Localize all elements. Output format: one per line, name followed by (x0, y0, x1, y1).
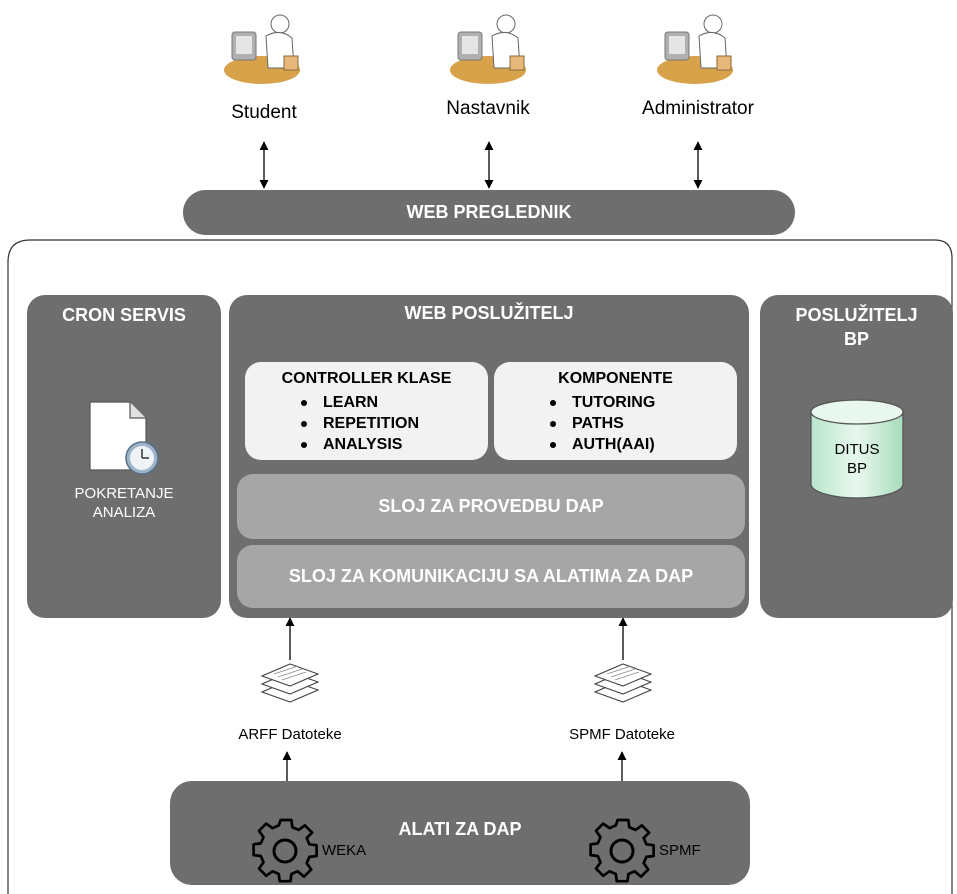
list-item: LEARN (301, 392, 488, 413)
components-list: TUTORING PATHS AUTH(AAI) (494, 392, 737, 455)
list-item: PATHS (550, 413, 737, 434)
cron-task-label: POKRETANJE ANALIZA (74, 485, 174, 521)
controller-classes-box: CONTROLLER KLASE LEARN REPETITION ANALYS… (245, 362, 488, 460)
dap-tools-block: ALATI ZA DAP (170, 781, 750, 885)
arff-files-label: ARFF Datoteke (238, 726, 342, 743)
cron-service-title: CRON SERVIS (62, 305, 186, 325)
nastavnik-user-icon (450, 14, 526, 84)
spmf-tool-label: SPMF (659, 842, 701, 859)
dap-execution-layer: SLOJ ZA PROVEDBU DAP (237, 474, 745, 539)
components-title: KOMPONENTE (558, 370, 673, 387)
weka-gear-icon (252, 818, 318, 883)
actor-student-label: Student (231, 102, 297, 123)
arff-files-icon (260, 663, 320, 703)
dap-communication-layer: SLOJ ZA KOMUNIKACIJU SA ALATIMA ZA DAP (237, 545, 745, 608)
student-user-icon (224, 14, 300, 84)
db-server-title: POSLUŽITELJ BP (795, 305, 918, 349)
components-box: KOMPONENTE TUTORING PATHS AUTH(AAI) (494, 362, 737, 460)
list-item: REPETITION (301, 413, 488, 434)
spmf-files-icon (593, 663, 653, 703)
weka-label: WEKA (322, 842, 367, 859)
list-item: ANALYSIS (301, 434, 488, 455)
list-item: TUTORING (550, 392, 737, 413)
scheduled-document-icon (89, 401, 159, 475)
database-icon (810, 399, 904, 499)
dap-tools-title: ALATI ZA DAP (398, 819, 522, 839)
web-server-title: WEB POSLUŽITELJ (404, 303, 574, 323)
spmf-gear-icon (589, 818, 655, 883)
spmf-files-label: SPMF Datoteke (569, 726, 675, 743)
database-label: DITUS BP (834, 441, 880, 477)
controller-classes-title: CONTROLLER KLASE (281, 370, 452, 387)
system-boundary (7, 239, 953, 894)
web-browser-bar: WEB PREGLEDNIK (183, 190, 795, 235)
actor-nastavnik-label: Nastavnik (446, 98, 530, 119)
controller-classes-list: LEARN REPETITION ANALYSIS (245, 392, 488, 455)
list-item: AUTH(AAI) (550, 434, 737, 455)
administrator-user-icon (657, 14, 733, 84)
actor-administrator-label: Administrator (642, 98, 754, 119)
